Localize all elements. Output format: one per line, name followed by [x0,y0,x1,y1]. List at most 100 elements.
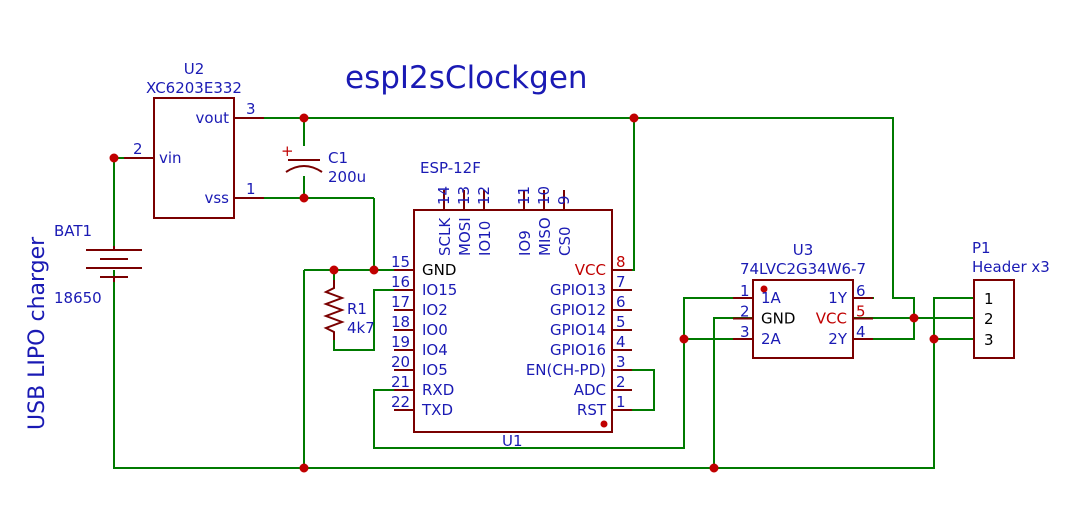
u1-esp12f: ESP-12F U1 14SCLK13MOSI12IO1011IO910MISO… [391,159,632,450]
wire-en-rst [612,369,655,411]
u1-pin-num: 15 [391,253,410,271]
u1-ref: U1 [502,432,523,450]
u3-left-pins: 1 1A 2 GND 3 2A [733,282,795,348]
u2-pin-num: 3 [246,100,256,118]
junction-dot [709,463,719,473]
c1-ref: C1 [328,149,348,167]
junction-dot [299,193,309,203]
u1-pin-name: GPIO14 [550,321,606,339]
u1-pin-num: 17 [391,293,410,311]
u1-pin-num: 2 [616,373,626,391]
u2-value: XC6203E332 [146,79,242,97]
junction-dot [679,334,689,344]
u1-pin-name: IO4 [422,341,448,359]
u2-pin-vss: vss [204,189,229,207]
p1-pin-2: 2 [984,310,994,328]
u1-pin-num: 14 [435,186,453,205]
junction-dot [329,265,339,275]
junction-dot [369,265,379,275]
u1-pin-name: CS0 [556,226,574,256]
p1-value: Header x3 [972,258,1050,276]
u1-pin-name: IO10 [476,221,494,256]
u1-pin-num: 22 [391,393,410,411]
junctions [109,113,939,473]
u1-right-pins: 8VCC7GPIO136GPIO125GPIO144GPIO163EN(CH-P… [526,253,632,419]
schematic-title: espI2sClockgen [345,60,588,96]
r1-resistor: R1 4k7 [323,280,375,340]
u3-value: 74LVC2G34W6-7 [740,260,866,278]
u1-pin-num: 13 [455,186,473,205]
r1-ref: R1 [347,300,367,318]
wire-r1-io15 [333,289,414,351]
u3-pin-name: 2Y [828,330,848,348]
u3-pin-num: 1 [740,282,750,300]
u3-ref: U3 [793,241,814,259]
u1-pin-num: 6 [616,293,626,311]
u1-pin-num: 8 [616,253,626,271]
u3-body [752,279,854,359]
u1-pin-name: ADC [574,381,606,399]
u1-value: ESP-12F [420,159,481,177]
u3-pin1-marker [760,285,768,293]
u2-pin-vin: vin [159,149,182,167]
bat1-battery: BAT1 18650 [54,222,142,307]
u1-pin-num: 10 [535,186,553,205]
u1-pin-num: 11 [515,186,533,205]
u3-pin-num: 6 [856,282,866,300]
u1-pin1-marker [600,420,608,428]
junction-dot [299,113,309,123]
wire-esp-vcc [612,118,635,271]
u1-pin-num: 21 [391,373,410,391]
junction-dot [109,153,119,163]
u1-pin-num: 3 [616,353,626,371]
u1-pin-num: 9 [555,195,573,205]
u1-pin-name: IO0 [422,321,448,339]
u1-pin-name: MOSI [456,217,474,256]
u1-pin-name: TXD [421,401,453,419]
r1-value: 4k7 [347,319,375,337]
u3-pin-num: 3 [740,323,750,341]
u1-pin-num: 20 [391,353,410,371]
wire-vcc-rail [234,117,915,340]
wire-vin [113,157,154,246]
u1-pin-name: EN(CH-PD) [526,361,606,379]
p1-body [973,279,1015,359]
u1-pin-name: MISO [536,217,554,256]
bat1-ref: BAT1 [54,222,92,240]
u2-regulator: U2 XC6203E332 vout vin vss 3 2 1 [124,60,264,219]
u3-pin-name: 2A [761,330,782,348]
junction-dot [629,113,639,123]
u1-pin-num: 19 [391,333,410,351]
u3-pin-name: GND [761,310,795,328]
u3-pin-num: 2 [740,303,750,321]
u1-pin-name: IO2 [422,301,448,319]
u1-pin-name: IO9 [516,230,534,256]
u2-pin-num: 2 [133,140,143,158]
u1-pin-num: 4 [616,333,626,351]
u2-pin-vout: vout [196,109,230,127]
junction-dot [929,334,939,344]
u1-pin-name: RST [577,401,607,419]
u2-ref: U2 [184,60,205,78]
u1-body [413,209,613,433]
u1-pin-name: GPIO16 [550,341,606,359]
usb-charger-label: USB LIPO charger [25,236,50,430]
junction-dot [909,313,919,323]
bat1-value: 18650 [54,289,102,307]
p1-pin-1: 1 [984,290,994,308]
wire-gnd-bottom [113,270,974,469]
p1-pin-3: 3 [984,331,994,349]
u1-pin-num: 1 [616,393,626,411]
p1-ref: P1 [972,239,991,257]
c1-plus: + [281,142,294,160]
u3-pin-name: 1Y [828,289,848,307]
u1-pin-num: 12 [475,186,493,205]
c1-value: 200u [328,168,366,186]
p1-header: P1 Header x3 1 2 3 [972,239,1050,359]
u3-pin-name: 1A [761,289,782,307]
